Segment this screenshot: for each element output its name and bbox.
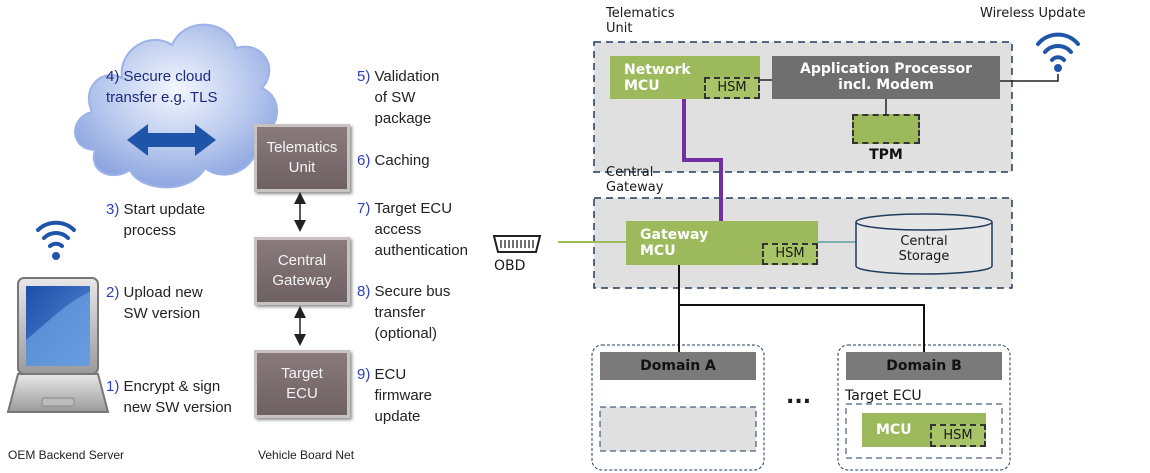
gateway-mcu-hsm: HSM	[762, 243, 818, 265]
central-storage-label: Central Storage	[898, 234, 950, 264]
central-gateway-label: Central Gateway	[606, 165, 664, 195]
step-6-number: 6)	[357, 152, 371, 169]
step-1: 1) Encrypt & sign new SW version	[106, 376, 232, 418]
cloud-transfer-label: 4) Secure cloud transfer e.g. TLS	[106, 68, 218, 106]
wireless-link	[1000, 74, 1059, 82]
step-8-number: 8)	[357, 283, 371, 300]
caption-vehicle-board-net: Vehicle Board Net	[258, 448, 355, 462]
step-2-number: 2)	[106, 284, 120, 301]
step-7-number: 7)	[357, 200, 371, 217]
chain-telematics-unit: Telematics Unit	[254, 124, 350, 192]
purple-bus-link	[682, 99, 723, 221]
step-3-number: 3)	[106, 201, 120, 218]
step-2: 2) Upload new SW version	[106, 282, 203, 324]
step-5: 5) Validation of SW package	[357, 66, 439, 129]
step-8-text: Secure bus transfer (optional)	[374, 283, 451, 342]
domain-bus-links	[678, 265, 925, 352]
step-1-text: Encrypt & sign new SW version	[123, 378, 232, 416]
chain-central-gateway: Central Gateway	[254, 237, 350, 305]
step-2-text: Upload new SW version	[123, 284, 203, 322]
telematics-unit-label: Telematics Unit	[606, 6, 675, 36]
step-9-number: 9)	[357, 366, 371, 383]
step-6-text: Caching	[374, 152, 430, 169]
application-processor-box: Application Processor incl. Modem	[772, 56, 1000, 99]
caption-oem-backend-server: OEM Backend Server	[8, 448, 125, 462]
step-9: 9) ECU firmware update	[357, 364, 432, 427]
step-7-text: Target ECU access authentication	[374, 200, 468, 259]
obd-label: OBD	[494, 258, 526, 274]
domain-ellipsis: ...	[786, 384, 812, 409]
wifi-icon-wireless-update	[1036, 32, 1080, 72]
step-1-number: 1)	[106, 378, 120, 395]
network-mcu-hsm: HSM	[704, 77, 760, 99]
target-mcu-hsm: HSM	[930, 424, 986, 447]
laptop-icon	[6, 277, 110, 413]
domain-a-header: Domain A	[600, 352, 756, 380]
step-5-text: Validation of SW package	[374, 68, 440, 127]
step-5-number: 5)	[357, 68, 371, 85]
step-8: 8) Secure bus transfer (optional)	[357, 281, 450, 344]
tpm-box: TPM	[852, 114, 920, 163]
wireless-update-label: Wireless Update	[980, 6, 1086, 21]
target-ecu-label: Target ECU	[845, 388, 922, 404]
chain-target-ecu: Target ECU	[254, 350, 350, 418]
cloud-shape	[74, 23, 278, 189]
domain-b-header: Domain B	[846, 352, 1002, 380]
obd-connector-icon	[492, 235, 542, 253]
target-mcu-label: MCU	[876, 422, 912, 438]
domain-a-placeholder	[599, 406, 757, 452]
central-storage-cylinder	[855, 213, 993, 275]
step-9-text: ECU firmware update	[374, 366, 433, 425]
wifi-icon-laptop	[36, 220, 76, 260]
step-3: 3) Start update process	[106, 199, 205, 241]
tpm-label: TPM	[869, 147, 903, 163]
cloud-double-arrow-icon	[127, 124, 216, 156]
step-3-text: Start update process	[123, 201, 206, 239]
step-6: 6) Caching	[357, 150, 430, 171]
step-7: 7) Target ECU access authentication	[357, 198, 468, 261]
